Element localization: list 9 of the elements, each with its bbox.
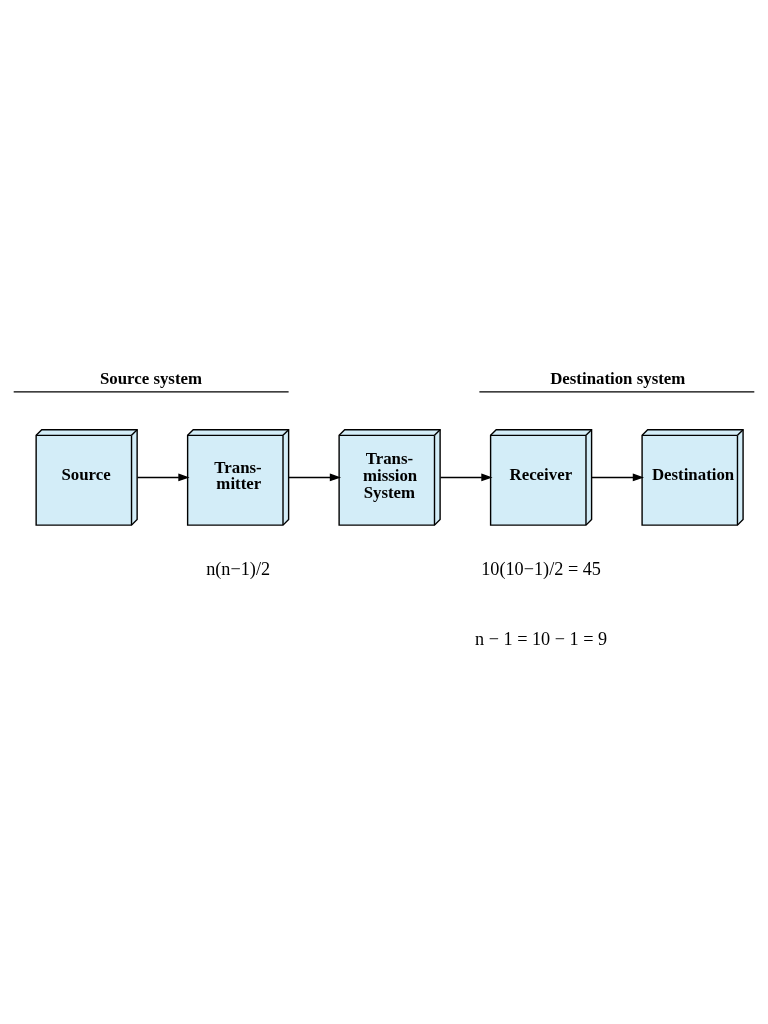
label: n − 1 = 10 − 1 = 9 (475, 628, 608, 649)
arrow (136, 473, 190, 481)
label: n(n−1)/2 (206, 558, 271, 579)
label: Source system (99, 368, 203, 388)
arrow (439, 473, 493, 481)
label: 10(10−1)/2 = 45 (481, 558, 601, 579)
label: Destination system (550, 368, 686, 388)
arrow (288, 473, 342, 481)
arrow (591, 473, 644, 481)
